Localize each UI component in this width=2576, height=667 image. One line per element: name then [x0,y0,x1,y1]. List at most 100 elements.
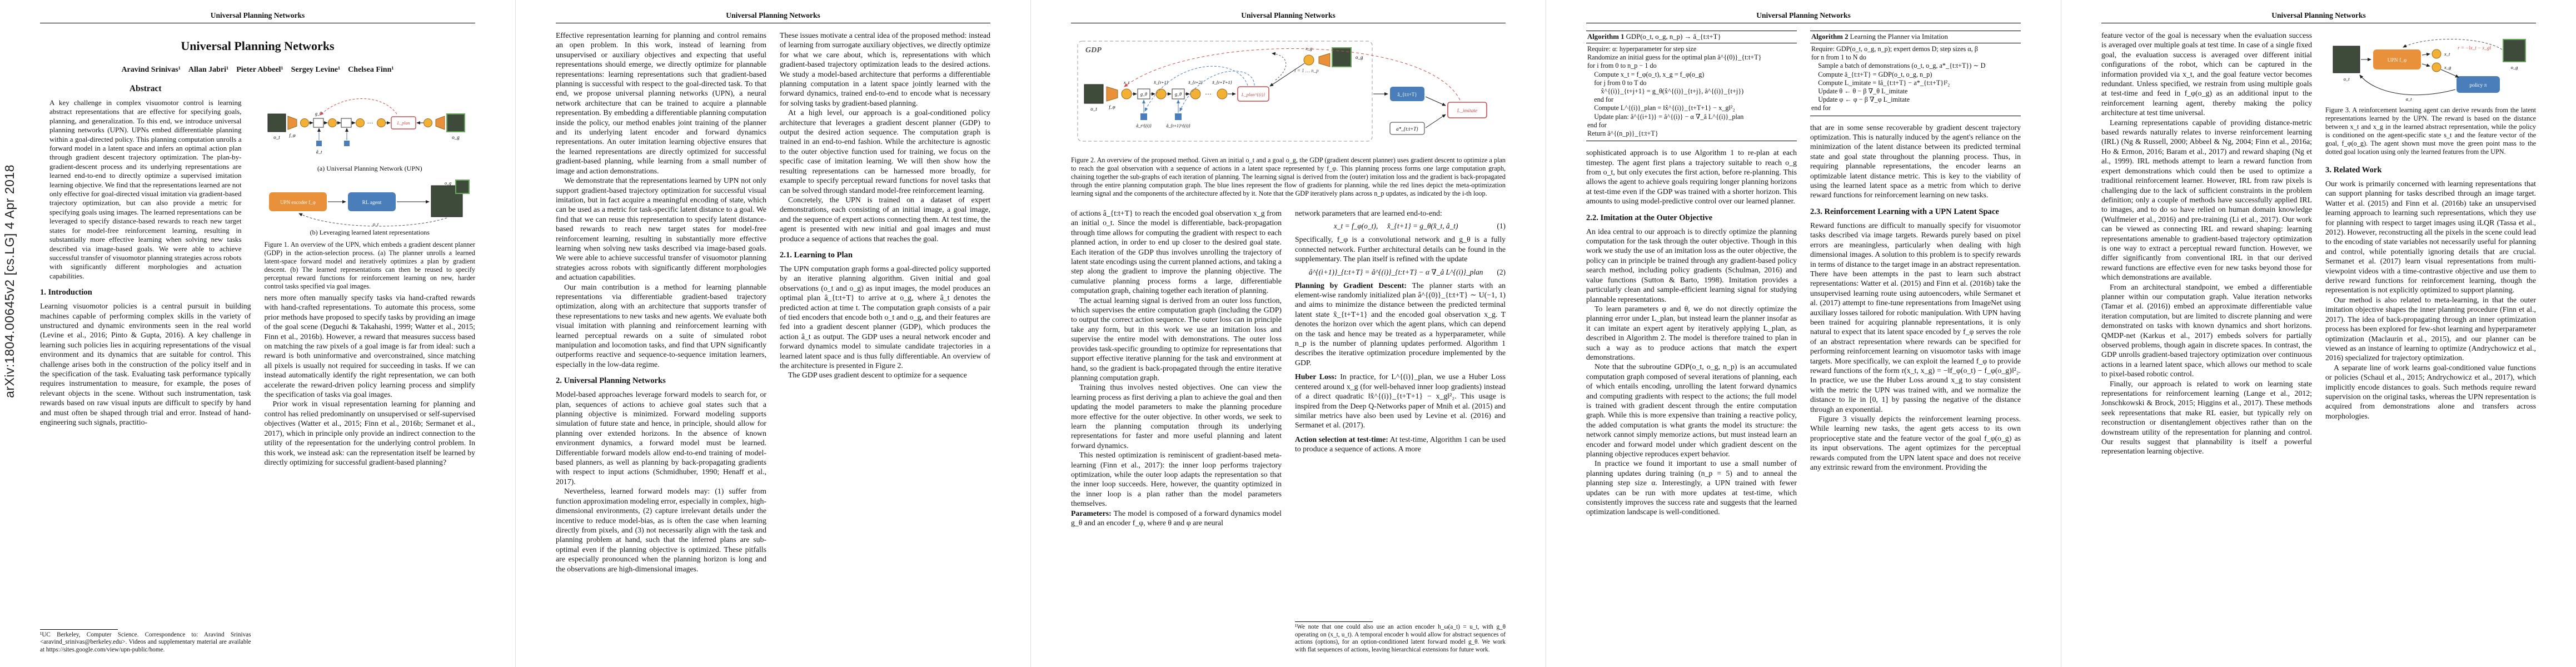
latent-node [376,118,386,127]
paragraph: Nevertheless, learned forward models may… [556,487,766,573]
goal-latent-node [2431,62,2442,72]
goal-label: o_g [452,135,460,140]
goal-latent-node [1303,54,1314,66]
goal-latent-node [423,118,432,127]
paragraph: Training thus involves nested objectives… [1071,383,1282,450]
algorithm-line: Compute x_t = f_φ(o_t), x_g = f_φ(o_g) [1587,70,1705,78]
rl-agent-label: RL agent [362,200,381,206]
paragraph-text: The model is composed of a forward dynam… [1071,509,1282,527]
latent-label: x_g [2444,64,2451,70]
algorithm-line: Compute L_imitate = ‖â_{t:t+T} − a*_{t:t… [1811,78,1950,87]
loop-arrow [1272,52,1287,81]
paragraph: Parameters: The model is composed of a f… [1071,509,1282,528]
latent-label: x̂_{t+2} [1188,80,1203,85]
column-right: These issues motivate a central idea of … [780,31,990,654]
algorithm-line: end for [1811,104,1831,112]
gdp-boundary [1077,41,1373,142]
paragraph: Note that the subroutine GDP(o_t, o_g, n… [1586,362,1797,459]
paragraph: Effective representation learning for pl… [556,31,766,175]
meta-gradient-arrow [1124,48,1461,101]
running-header: Universal Planning Networks [1756,11,1851,19]
dynamics-label: g_θ [1140,92,1147,97]
ellipsis: ··· [367,120,373,127]
algorithm-line: Update θ ← θ − β ∇_θ L_imitate [1811,87,1908,96]
section-heading-2-1: 2.1. Learning to Plan [780,250,853,260]
goal-thumbnail [455,180,470,194]
paragraph: Planning by Gradient Descent: The planne… [1295,281,1506,368]
obs-label: o_t [273,135,280,140]
column-right: Algorithm 2 Learning the Planner via Imi… [1810,31,2021,654]
algorithm-line: for j from 0 to T do [1587,78,1647,87]
figure-3-diagram: o_t UPN f_φ x_t x_g r = −‖x_t − x_g‖ pol… [2333,39,2526,102]
column-left: of actions â_{t:t+T} to reach the encode… [1071,208,1282,654]
loop-label: i = 1 … n_p [1294,68,1319,73]
figure-3: o_t UPN f_φ x_t x_g r = −‖x_t − x_g‖ pol… [2325,32,2536,156]
latent-node [355,118,365,127]
latent-node [1121,88,1132,99]
paragraph: Model-based approaches leverage forward … [556,390,766,486]
page-3: Universal Planning Networks GDP o_t f_φ … [1030,0,1546,667]
latent-label: x_g [1305,46,1312,51]
plan-loss-label: L_plan [396,121,410,126]
paragraph-text: In practice, for L^{(i)}_plan, we use a … [1295,372,1506,430]
paragraph: Figure 3 visually depicts the reinforcem… [1810,415,2021,472]
paragraph-text: At test-time, Algorithm 1 can be used to… [1295,435,1506,454]
page-4: Universal Planning Networks Algorithm 1 … [1546,0,2061,667]
goal-thumbnail [446,113,465,132]
algorithm-title-text: Learning the Planner via Imitation [1850,33,1948,41]
equation-number: (1) [1497,222,1506,231]
paragraph: Learning visuomotor policies is a centra… [40,302,251,426]
obs-label: o_t [1090,106,1097,112]
ellipsis: ··· [1205,90,1212,98]
encoder-label: f_φ [1109,104,1115,109]
encoder-shape [435,116,445,130]
algorithm-line: for i from 0 to n_p − 1 do [1587,62,1657,70]
paragraph: Finally, our approach is related to work… [2101,379,2312,456]
algorithm-line: for n from 1 to N do [1811,53,1866,62]
expert-actions-box [1389,122,1425,135]
column-right: o_t f_φ g_θ ··· [264,82,476,654]
paragraph: An idea central to our approach is to di… [1586,227,1797,303]
paragraph: of actions â_{t:t+T} to reach the encode… [1071,209,1282,295]
column-left: feature vector of the goal is necessary … [2101,31,2312,654]
paragraph: Specifically, f_φ is a convolutional net… [1295,235,1506,263]
upn-encoder-label: UPN encoder f_φ [280,200,316,205]
latent-node [2431,49,2442,59]
latent-node [300,118,309,127]
running-header: Universal Planning Networks [210,11,305,19]
upn-encoder-box [268,192,327,211]
paragraph: From an architectural standpoint, we emb… [2101,282,2312,379]
paragraph: network parameters that are learned end-… [1295,209,1442,217]
action-label: â_t^{(i)} [1136,123,1152,128]
imitate-loss-box [1447,102,1487,118]
algorithm-label: Algorithm 1 [1587,33,1625,41]
upn-box [2373,49,2421,69]
paragraph: This nested optimization is reminiscent … [1071,451,1282,508]
dynamics-box [1172,88,1185,99]
paragraph-lead: Parameters: [1071,509,1112,517]
goal-thumbnail [1332,47,1352,67]
paragraph: In practice we found it important to use… [1586,459,1797,516]
plan-loss-label: L_plan^{(i)} [1241,92,1265,97]
algorithm-line: end for [1587,121,1607,129]
paragraph: Learning representations capable of prov… [2101,118,2312,282]
section-heading-2-3: 2.3. Reinforcement Learning with a UPN L… [1810,207,1999,216]
plan-loss-box [390,116,416,130]
running-header: Universal Planning Networks [726,11,820,19]
paragraph: Our work is primarily concerned with lea… [2325,180,2536,295]
algorithm-line: Compute L^{(i)}_plan = ‖x̂^{(i)}_{t+T+1}… [1587,104,1735,112]
paragraph-text: The planner starts with an element-wise … [1295,281,1506,367]
section-heading-2: 2. Universal Planning Networks [556,376,666,386]
figure-1-caption: Figure 1. An overview of the UPN, which … [264,241,476,290]
paragraph: sophisticated approach is to use Algorit… [1586,148,1797,206]
planning-gradient-arrow [1144,66,1248,112]
algorithm-line: Update plan: â^{(i+1)} = â^{(i)} − α ∇_â… [1587,112,1744,121]
paragraph: The UPN computation graph forms a goal-d… [780,264,990,370]
rl-agent-box [347,192,396,211]
latent-label: x_t [2444,51,2450,57]
observation-thumbnail [267,113,286,132]
action-node [343,141,350,146]
action-label: â_{t+1}^{(i)} [1166,123,1190,128]
section-heading-2-2: 2.2. Imitation at the Outer Objective [1586,213,1713,222]
